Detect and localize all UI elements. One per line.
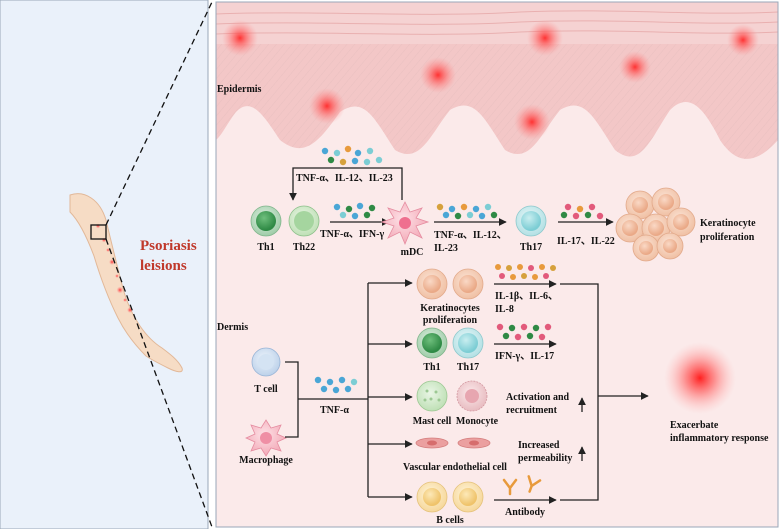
cytokines-mdc-to-th17-line2: IL-23 bbox=[434, 243, 458, 254]
keratinocyte-label-line2: proliferation bbox=[700, 232, 755, 243]
outcome-label-line2: inflammatory response bbox=[670, 433, 769, 444]
macrophage-cell bbox=[245, 419, 287, 457]
inflammation-spot bbox=[514, 104, 550, 140]
inflammation-spot bbox=[420, 57, 456, 93]
mdc-cell bbox=[380, 201, 430, 246]
inflammation-spot bbox=[619, 51, 651, 83]
keratinocyte-label-line1: Keratinocyte bbox=[700, 218, 756, 229]
th17-cell-dermis bbox=[452, 327, 484, 359]
cytokine-cluster-ifn bbox=[496, 323, 552, 341]
cytokines-mdc-to-th17-line1: TNF-α、IL-12、 bbox=[434, 230, 507, 241]
cytokine-cluster-t-to-mdc bbox=[333, 202, 376, 220]
collector-bracket bbox=[560, 283, 599, 501]
cytokine-cluster-tnf bbox=[314, 376, 358, 394]
psoriasis-title-line1: Psoriasis bbox=[140, 238, 197, 254]
t-cell bbox=[251, 347, 281, 377]
permeability-label-line2: permeability bbox=[518, 453, 572, 464]
keratinocytes-cells bbox=[416, 268, 484, 300]
zoom-line-bottom bbox=[105, 238, 213, 528]
monocyte-cell bbox=[456, 380, 488, 412]
th17-label: Th17 bbox=[520, 242, 542, 253]
th22-cell bbox=[288, 205, 320, 237]
cytokine-cluster-mdc-to-th17 bbox=[436, 203, 498, 220]
th17-dermis-label: Th17 bbox=[457, 362, 479, 373]
t-cell-label: T cell bbox=[254, 384, 278, 395]
inflammation-spot bbox=[309, 88, 345, 124]
antibody-label: Antibody bbox=[505, 507, 545, 518]
b-cells-label: B cells bbox=[436, 515, 464, 526]
ifn-label: IFN-γ、IL-17 bbox=[495, 351, 554, 362]
il-label-line2: IL-8 bbox=[495, 304, 514, 315]
epidermis-label: Epidermis bbox=[217, 84, 262, 95]
arm-illustration bbox=[69, 193, 183, 373]
keratinocytes-label-line1: Keratinocytes bbox=[420, 303, 480, 314]
monocyte-label: Monocyte bbox=[456, 416, 499, 427]
inflammation-spot bbox=[727, 24, 759, 56]
activation-label-line2: recruitment bbox=[506, 405, 558, 416]
macrophage-label: Macrophage bbox=[239, 455, 293, 466]
cytokine-cluster-top bbox=[321, 145, 383, 166]
th1-label: Th1 bbox=[257, 242, 274, 253]
left-panel: Psoriasis leisions bbox=[0, 0, 209, 529]
cytokines-t-to-mdc: TNF-α、IFN-γ bbox=[320, 229, 384, 240]
keratinocytes-label-line2: proliferation bbox=[423, 315, 478, 326]
cytokines-th17-out: IL-17、IL-22 bbox=[557, 236, 615, 247]
activation-label-line1: Activation and bbox=[506, 392, 570, 403]
th1-dermis-label: Th1 bbox=[423, 362, 440, 373]
zoom-line-top bbox=[105, 1, 213, 226]
vascular-endothelial-cells bbox=[415, 437, 491, 449]
mdc-label: mDC bbox=[401, 247, 424, 258]
inflammation-response-spot bbox=[664, 342, 736, 414]
feedback-arrow bbox=[289, 167, 403, 201]
right-panel-border bbox=[215, 1, 779, 528]
dermis-label: Dermis bbox=[217, 322, 248, 333]
zoom-box bbox=[90, 224, 107, 240]
permeability-label-line1: Increased bbox=[518, 440, 560, 451]
tnf-label: TNF-α bbox=[320, 405, 349, 416]
outcome-label-line1: Exacerbate bbox=[670, 420, 719, 431]
antibody-icons bbox=[502, 475, 542, 496]
inflammation-spot bbox=[222, 20, 258, 56]
th17-cell bbox=[515, 205, 547, 237]
cytokine-cluster-th17-out bbox=[560, 203, 604, 220]
th1-cell-dermis bbox=[416, 327, 448, 359]
vascular-label: Vascular endothelial cell bbox=[403, 462, 507, 473]
il-label-line1: IL-1β、IL-6、 bbox=[495, 291, 558, 302]
psoriasis-title-line2: leisions bbox=[140, 258, 187, 274]
mast-cell-label: Mast cell bbox=[413, 416, 452, 427]
inflammation-spot bbox=[527, 20, 563, 56]
keratinocyte-cluster bbox=[615, 187, 696, 262]
b-cells bbox=[416, 481, 484, 513]
cytokines-mdc-to-t: TNF-α、IL-12、IL-23 bbox=[296, 173, 393, 184]
th22-label: Th22 bbox=[293, 242, 315, 253]
th1-cell bbox=[250, 205, 282, 237]
mast-cell bbox=[416, 380, 448, 412]
cytokine-cluster-il bbox=[495, 264, 556, 280]
